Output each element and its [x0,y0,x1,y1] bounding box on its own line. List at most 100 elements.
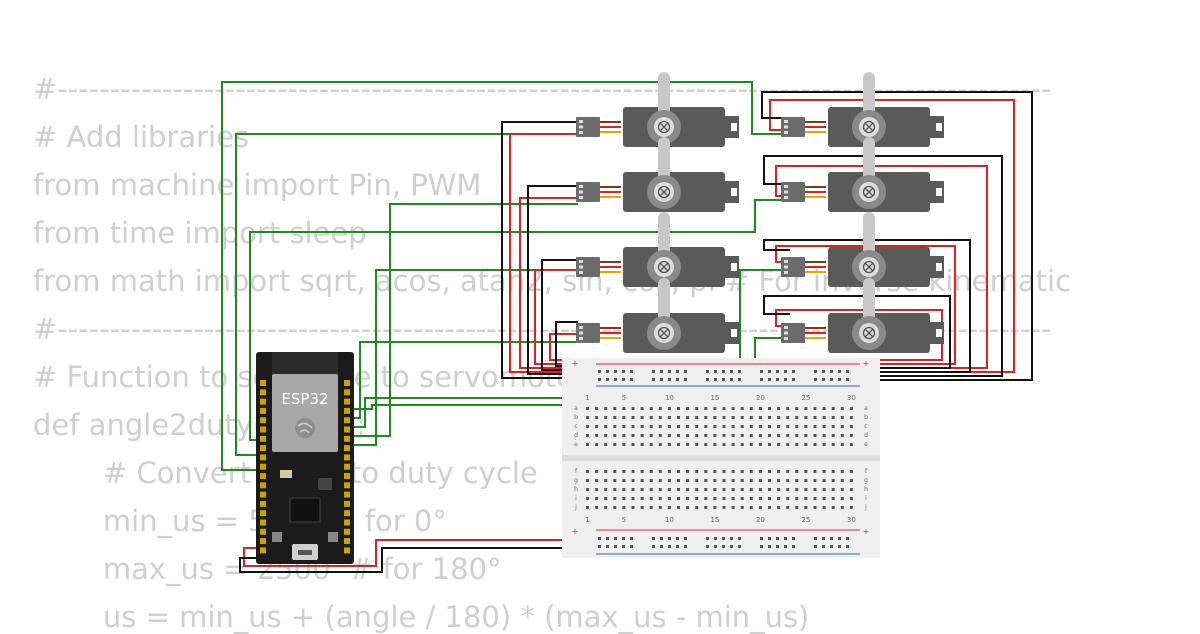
breadboard-hole[interactable] [704,506,708,509]
breadboard-hole[interactable] [792,370,795,373]
breadboard-hole[interactable] [777,470,781,473]
breadboard-hole[interactable] [613,488,617,491]
breadboard-hole[interactable] [631,434,635,437]
breadboard-hole[interactable] [686,434,690,437]
breadboard-hole[interactable] [730,545,733,548]
breadboard-hole[interactable] [658,506,662,509]
breadboard-hole[interactable] [840,443,844,446]
breadboard-hole[interactable] [760,545,763,548]
breadboard-hole[interactable] [676,378,679,381]
breadboard-hole[interactable] [622,488,626,491]
breadboard-hole[interactable] [731,407,735,410]
gpio-pin[interactable] [260,491,266,498]
breadboard-hole[interactable] [652,545,655,548]
gpio-pin[interactable] [344,528,350,535]
breadboard-hole[interactable] [722,443,726,446]
breadboard-hole[interactable] [686,407,690,410]
breadboard-hole[interactable] [598,370,601,373]
breadboard-hole[interactable] [595,470,599,473]
breadboard-hole[interactable] [613,506,617,509]
breadboard-hole[interactable] [667,506,671,509]
gpio-pin[interactable] [260,538,266,545]
breadboard-hole[interactable] [614,545,617,548]
breadboard-hole[interactable] [840,407,844,410]
breadboard-hole[interactable] [704,425,708,428]
breadboard-hole[interactable] [614,378,617,381]
breadboard-hole[interactable] [786,443,790,446]
breadboard-hole[interactable] [695,407,699,410]
breadboard-hole[interactable] [795,434,799,437]
breadboard-hole[interactable] [831,425,835,428]
breadboard-hole[interactable] [595,443,599,446]
breadboard-hole[interactable] [684,370,687,373]
gpio-pin[interactable] [260,528,266,535]
breadboard-hole[interactable] [640,407,644,410]
breadboard-hole[interactable] [622,537,625,540]
breadboard-hole[interactable] [731,506,735,509]
breadboard-hole[interactable] [714,370,717,373]
gpio-pin[interactable] [260,500,266,507]
breadboard-hole[interactable] [622,434,626,437]
gpio-pin[interactable] [344,380,350,386]
breadboard-hole[interactable] [722,378,725,381]
breadboard-hole[interactable] [714,537,717,540]
breadboard-hole[interactable] [849,470,853,473]
breadboard-hole[interactable] [667,497,671,500]
breadboard-hole[interactable] [658,479,662,482]
breadboard-hole[interactable] [831,434,835,437]
breadboard-hole[interactable] [777,434,781,437]
breadboard-hole[interactable] [830,545,833,548]
breadboard-hole[interactable] [768,416,771,419]
boot-button[interactable] [272,532,282,542]
breadboard-hole[interactable] [722,370,725,373]
breadboard-hole[interactable] [695,506,699,509]
breadboard-hole[interactable] [840,497,844,500]
breadboard-hole[interactable] [822,497,826,500]
breadboard-hole[interactable] [749,506,753,509]
breadboard-hole[interactable] [695,416,699,419]
gpio-pin[interactable] [344,407,350,414]
gpio-pin[interactable] [344,426,350,433]
breadboard-hole[interactable] [586,479,589,482]
breadboard-hole[interactable] [667,407,671,410]
breadboard-hole[interactable] [804,479,808,482]
breadboard-hole[interactable] [758,497,762,500]
breadboard-hole[interactable] [822,370,825,373]
breadboard-hole[interactable] [676,545,679,548]
breadboard-hole[interactable] [813,488,817,491]
breadboard-hole[interactable] [760,370,763,373]
gpio-pin[interactable] [260,454,266,461]
breadboard-hole[interactable] [613,479,617,482]
breadboard-hole[interactable] [804,425,808,428]
breadboard-hole[interactable] [738,378,741,381]
breadboard-hole[interactable] [658,470,662,473]
breadboard-hole[interactable] [667,443,671,446]
breadboard-hole[interactable] [838,370,841,373]
breadboard-hole[interactable] [586,434,589,437]
breadboard-hole[interactable] [777,407,781,410]
gpio-pin[interactable] [344,473,350,479]
breadboard-hole[interactable] [713,470,717,473]
breadboard-hole[interactable] [706,545,709,548]
breadboard-hole[interactable] [731,434,735,437]
breadboard-hole[interactable] [660,537,663,540]
breadboard-hole[interactable] [731,488,735,491]
breadboard-hole[interactable] [668,545,671,548]
breadboard-hole[interactable] [706,378,709,381]
breadboard-hole[interactable] [777,488,781,491]
breadboard-hole[interactable] [622,425,626,428]
breadboard-hole[interactable] [604,497,608,500]
gpio-pin[interactable] [260,482,266,489]
breadboard-hole[interactable] [758,443,762,446]
breadboard-hole[interactable] [677,407,680,410]
breadboard-hole[interactable] [776,545,779,548]
breadboard-hole[interactable] [613,416,617,419]
breadboard-hole[interactable] [676,370,679,373]
breadboard-hole[interactable] [722,434,726,437]
breadboard-hole[interactable] [595,416,599,419]
breadboard-hole[interactable] [740,425,744,428]
breadboard-hole[interactable] [795,497,799,500]
breadboard-hole[interactable] [658,416,662,419]
breadboard-hole[interactable] [613,407,617,410]
